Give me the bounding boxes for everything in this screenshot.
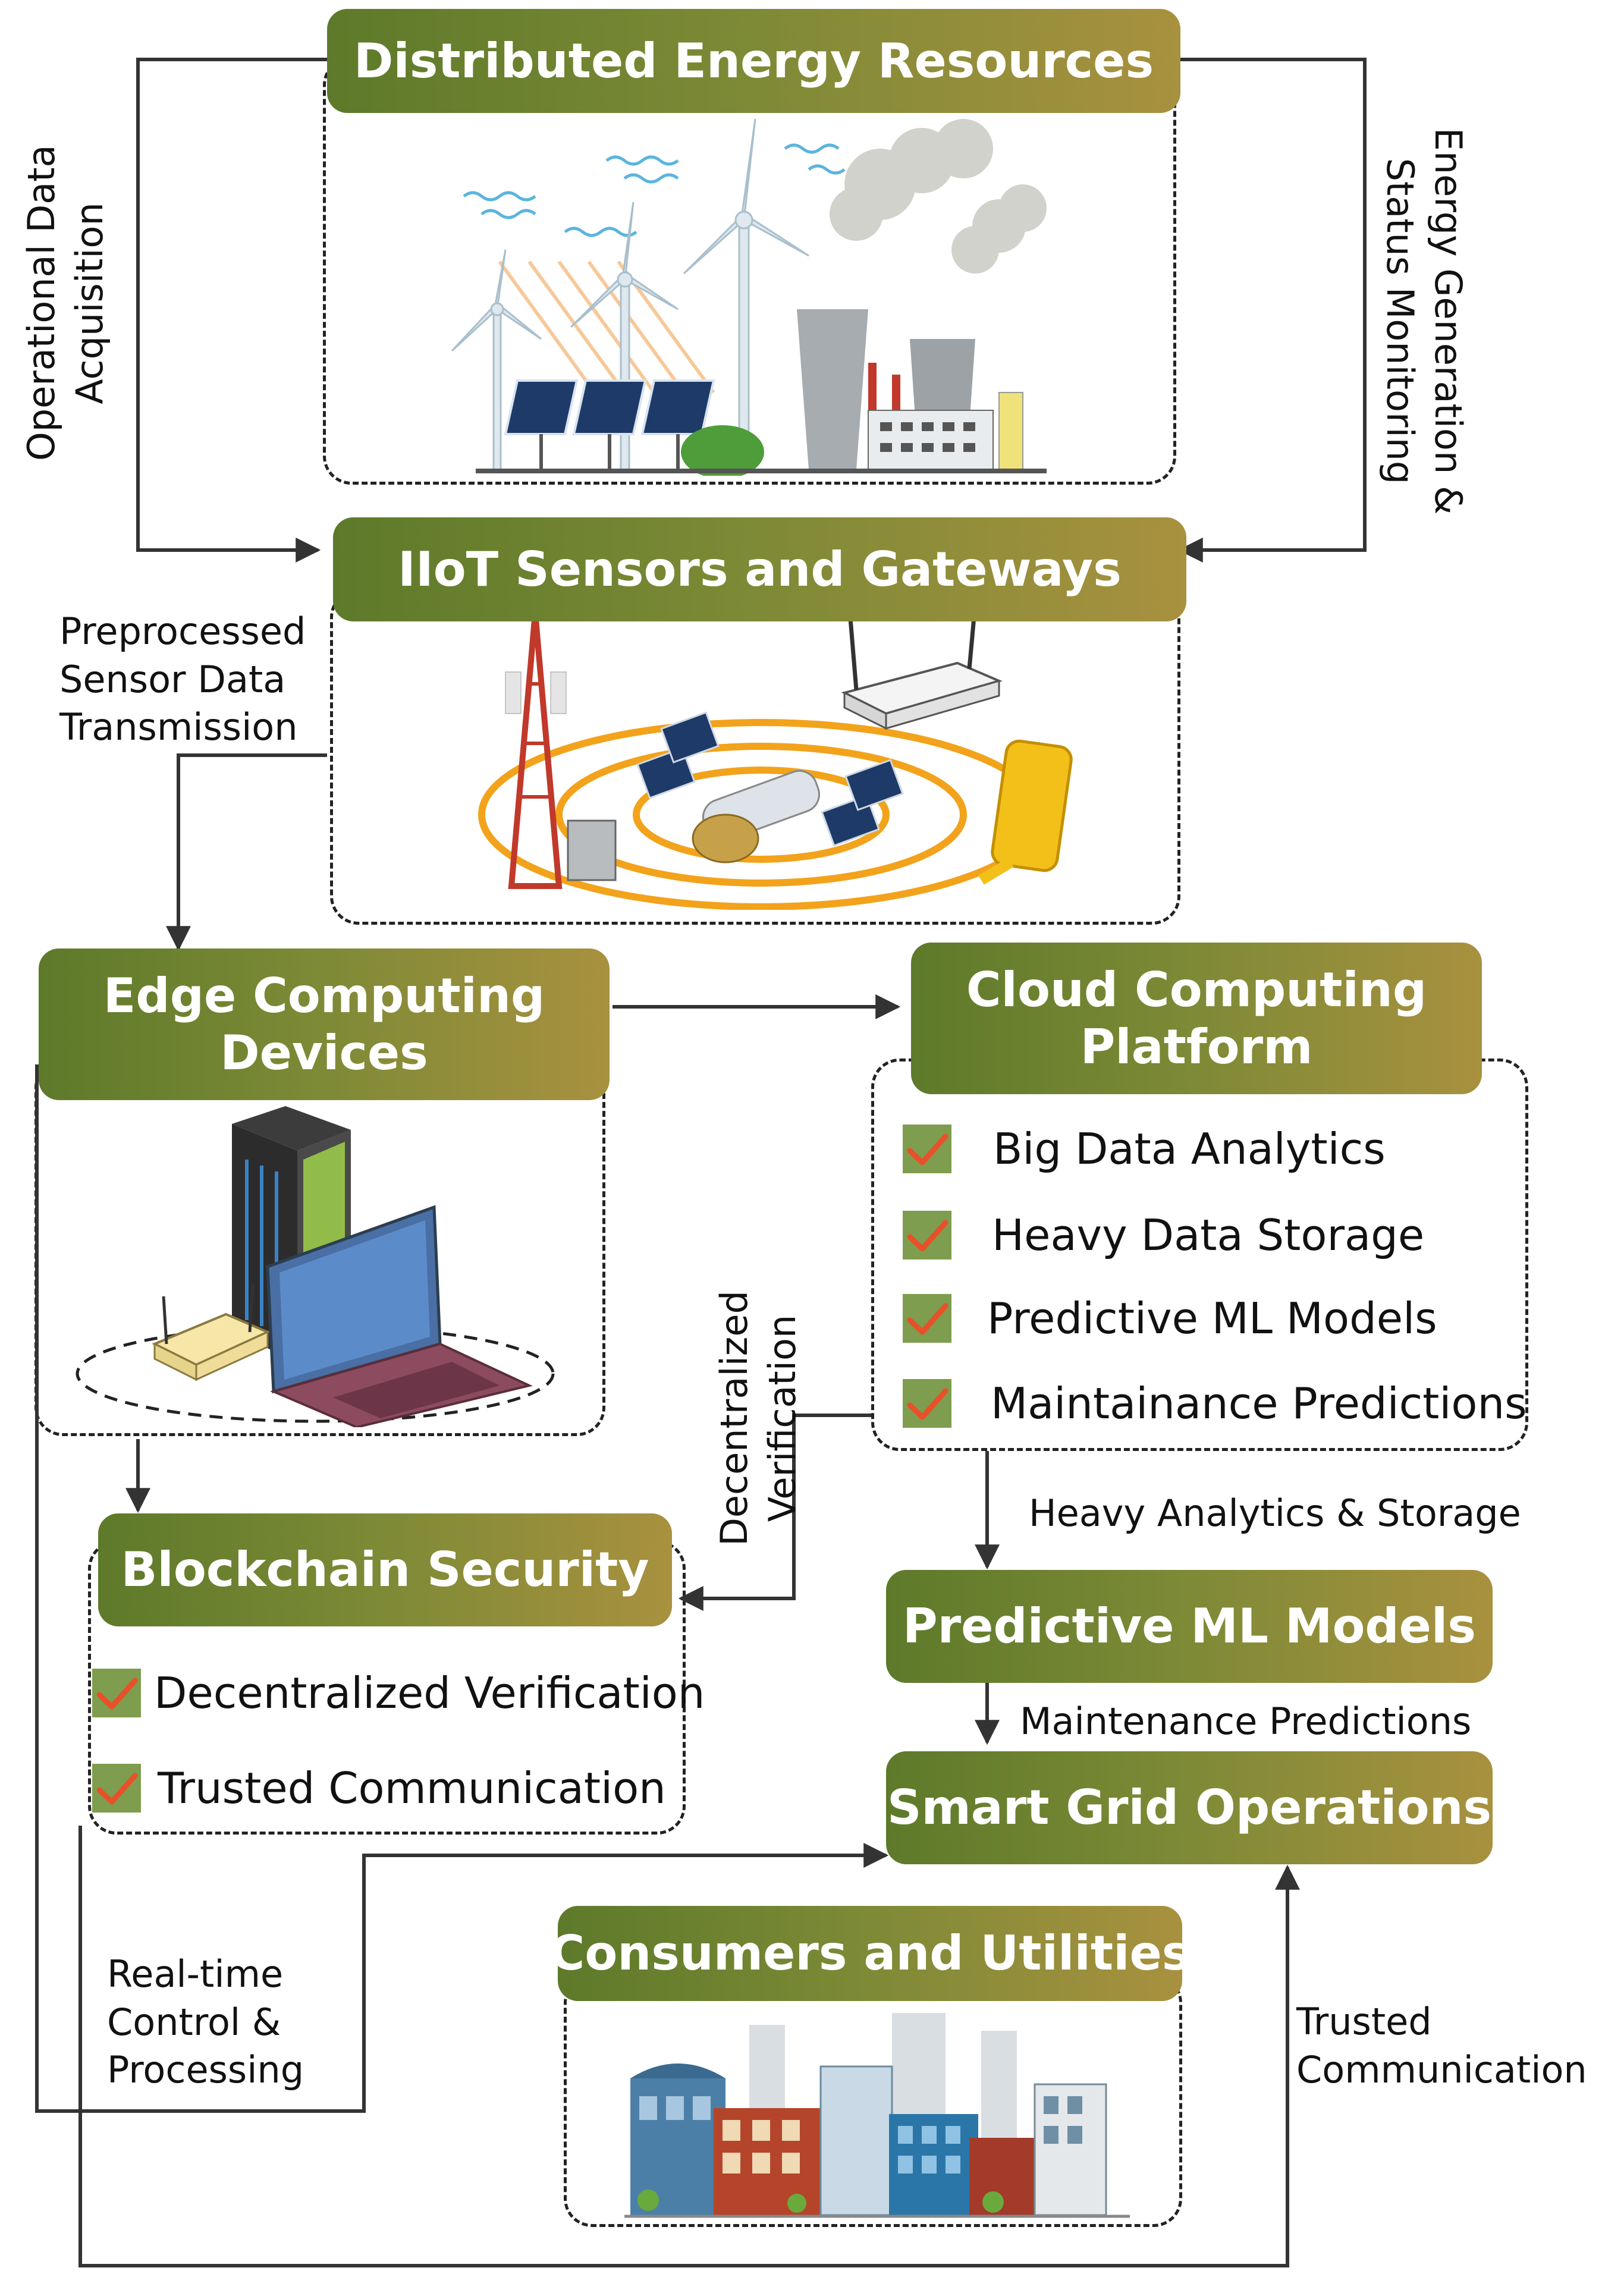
checkmark-icon [92, 1669, 141, 1717]
blockchain-item-trusted: Trusted Communication [92, 1763, 666, 1813]
node-consumers: Consumers and Utilities [550, 1906, 1190, 2001]
satellite-icon [636, 711, 904, 863]
arrow-trusted-communication [78, 1826, 1300, 2267]
arrow-cloud-to-blockchain [678, 1414, 871, 1611]
router-icon [152, 1284, 271, 1381]
cloud-item-predictive-ml: Predictive ML Models [903, 1293, 1437, 1343]
checkmark-icon [903, 1294, 951, 1343]
city-buildings-icon [624, 2013, 1130, 2218]
arrow-preprocessed [166, 753, 327, 951]
label-maintenance: Maintenance Predictions [1020, 1700, 1472, 1743]
arrow-operational-data [136, 58, 327, 563]
node-grid: Smart Grid Operations [886, 1751, 1493, 1864]
label-heavy-analytics: Heavy Analytics & Storage [1029, 1491, 1521, 1535]
checkmark-icon [903, 1125, 951, 1173]
label-energy-status: Energy Generation &Status Monitoring [1378, 127, 1470, 515]
node-iiot: IIoT Sensors and Gateways [333, 517, 1186, 621]
checkmark-icon [903, 1211, 951, 1259]
arrow-realtime-control [35, 1064, 889, 2113]
edge-illustration [76, 1106, 555, 1427]
checkmark-icon [92, 1764, 141, 1813]
node-ml: Predictive ML Models [886, 1570, 1493, 1683]
iiot-illustration [478, 603, 1073, 910]
cloud-item-big-data: Big Data Analytics [903, 1124, 1386, 1174]
arrow-energy-status [1177, 58, 1367, 563]
router-icon [841, 603, 1003, 730]
laptop-icon [266, 1205, 533, 1427]
blockchain-item-decentralized: Decentralized Verification [92, 1668, 705, 1718]
der-illustration [451, 118, 1047, 476]
wind-turbine-icon [683, 118, 809, 471]
smartphone-icon [978, 739, 1073, 885]
cloud-item-heavy-storage: Heavy Data Storage [903, 1210, 1424, 1260]
power-plant-icon [797, 119, 1047, 470]
cell-tower-icon [505, 612, 617, 889]
wind-turbine-icon [451, 249, 542, 471]
cloud-item-maintenance: Maintainance Predictions [903, 1378, 1527, 1428]
solar-panel-icon [504, 379, 715, 470]
node-blockchain: Blockchain Security [98, 1513, 672, 1626]
node-der: Distributed Energy Resources [327, 9, 1180, 113]
checkmark-icon [903, 1379, 951, 1428]
